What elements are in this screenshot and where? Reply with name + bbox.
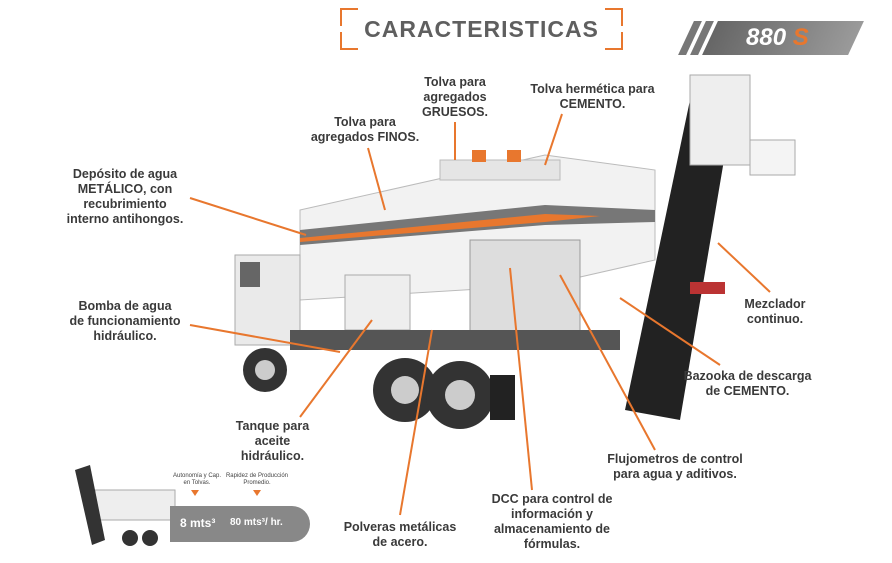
- bracket-corner: [605, 32, 623, 50]
- bracket-corner: [605, 8, 623, 26]
- bracket-corner: [340, 32, 358, 50]
- arrow-down-icon: [253, 490, 261, 496]
- page-title: CARACTERISTICAS: [364, 15, 599, 42]
- autonomia-label: Autonomía y Cap.en Tolvas.: [172, 473, 222, 486]
- model-suffix: S: [792, 24, 809, 51]
- model-badge: 880 S: [676, 21, 864, 55]
- arrow-down-icon: [191, 490, 199, 496]
- stats-bar: [170, 506, 310, 542]
- model-number: 880: [746, 24, 787, 51]
- rapidez-value: 80 mts³/ hr.: [230, 517, 283, 528]
- bracket-corner: [340, 8, 358, 26]
- autonomia-value: 8 mts³: [180, 516, 216, 530]
